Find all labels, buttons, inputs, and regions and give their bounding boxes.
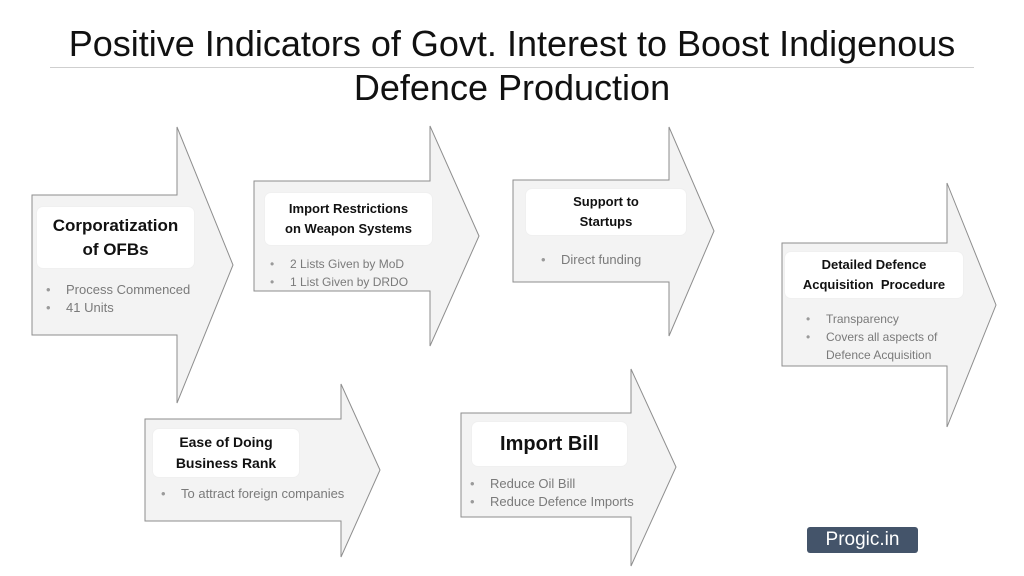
heading-import-restrictions: Import Restrictions on Weapon Systems xyxy=(265,193,432,245)
arrow-acquisition-procedure xyxy=(781,182,997,428)
heading-line: on Weapon Systems xyxy=(285,221,412,236)
bullets-import-restrictions: 2 Lists Given by MoD 1 List Given by DRD… xyxy=(268,255,408,291)
heading-acquisition-procedure: Detailed Defence Acquisition Procedure xyxy=(785,252,963,298)
page-title-line-1: Positive Indicators of Govt. Interest to… xyxy=(68,23,956,64)
page-title: Positive Indicators of Govt. Interest to… xyxy=(0,22,1024,110)
list-item: 2 Lists Given by MoD xyxy=(268,255,408,273)
list-item: Defence Acquisition xyxy=(826,348,932,362)
heading-corporatization: Corporatization of OFBs xyxy=(37,207,194,268)
heading-line: Import Restrictions xyxy=(288,201,409,216)
list-item: Reduce Defence Imports xyxy=(468,493,634,511)
bullets-support-startups: Direct funding xyxy=(539,251,641,269)
heading-line: Acquisition Procedure xyxy=(802,277,946,292)
heading-line: Business Rank xyxy=(175,455,277,471)
list-item: Transparency xyxy=(804,310,937,328)
heading-support-startups: Support to Startups xyxy=(526,189,686,235)
page-title-line-2: Defence Production xyxy=(353,67,671,108)
bullets-ease-of-doing-business: To attract foreign companies xyxy=(159,485,344,503)
heading-line: Support to xyxy=(573,194,639,209)
arrow-import-bill xyxy=(460,368,677,567)
heading-line: Ease of Doing xyxy=(179,434,273,450)
heading-line: Corporatization xyxy=(52,215,179,235)
list-item: Reduce Oil Bill xyxy=(468,475,634,493)
list-item: Covers all aspects of xyxy=(804,328,937,346)
brand-badge: Progic.in xyxy=(807,527,918,553)
list-item: Process Commenced xyxy=(44,281,190,299)
heading-ease-of-doing-business: Ease of Doing Business Rank xyxy=(153,429,299,477)
heading-line: Detailed Defence xyxy=(821,257,927,272)
list-item: 41 Units xyxy=(44,299,190,317)
heading-import-bill: Import Bill xyxy=(472,422,627,466)
list-item: 1 List Given by DRDO xyxy=(268,273,408,291)
bullets-import-bill: Reduce Oil Bill Reduce Defence Imports xyxy=(468,475,634,511)
list-item: To attract foreign companies xyxy=(159,485,344,503)
title-divider xyxy=(50,67,974,68)
list-item: Direct funding xyxy=(539,251,641,269)
bullets-acquisition-procedure: Transparency Covers all aspects of Defen… xyxy=(804,310,937,364)
heading-line: Startups xyxy=(579,214,633,229)
heading-line: of OFBs xyxy=(82,239,149,259)
bullets-corporatization: Process Commenced 41 Units xyxy=(44,281,190,317)
heading-line: Import Bill xyxy=(500,433,599,455)
